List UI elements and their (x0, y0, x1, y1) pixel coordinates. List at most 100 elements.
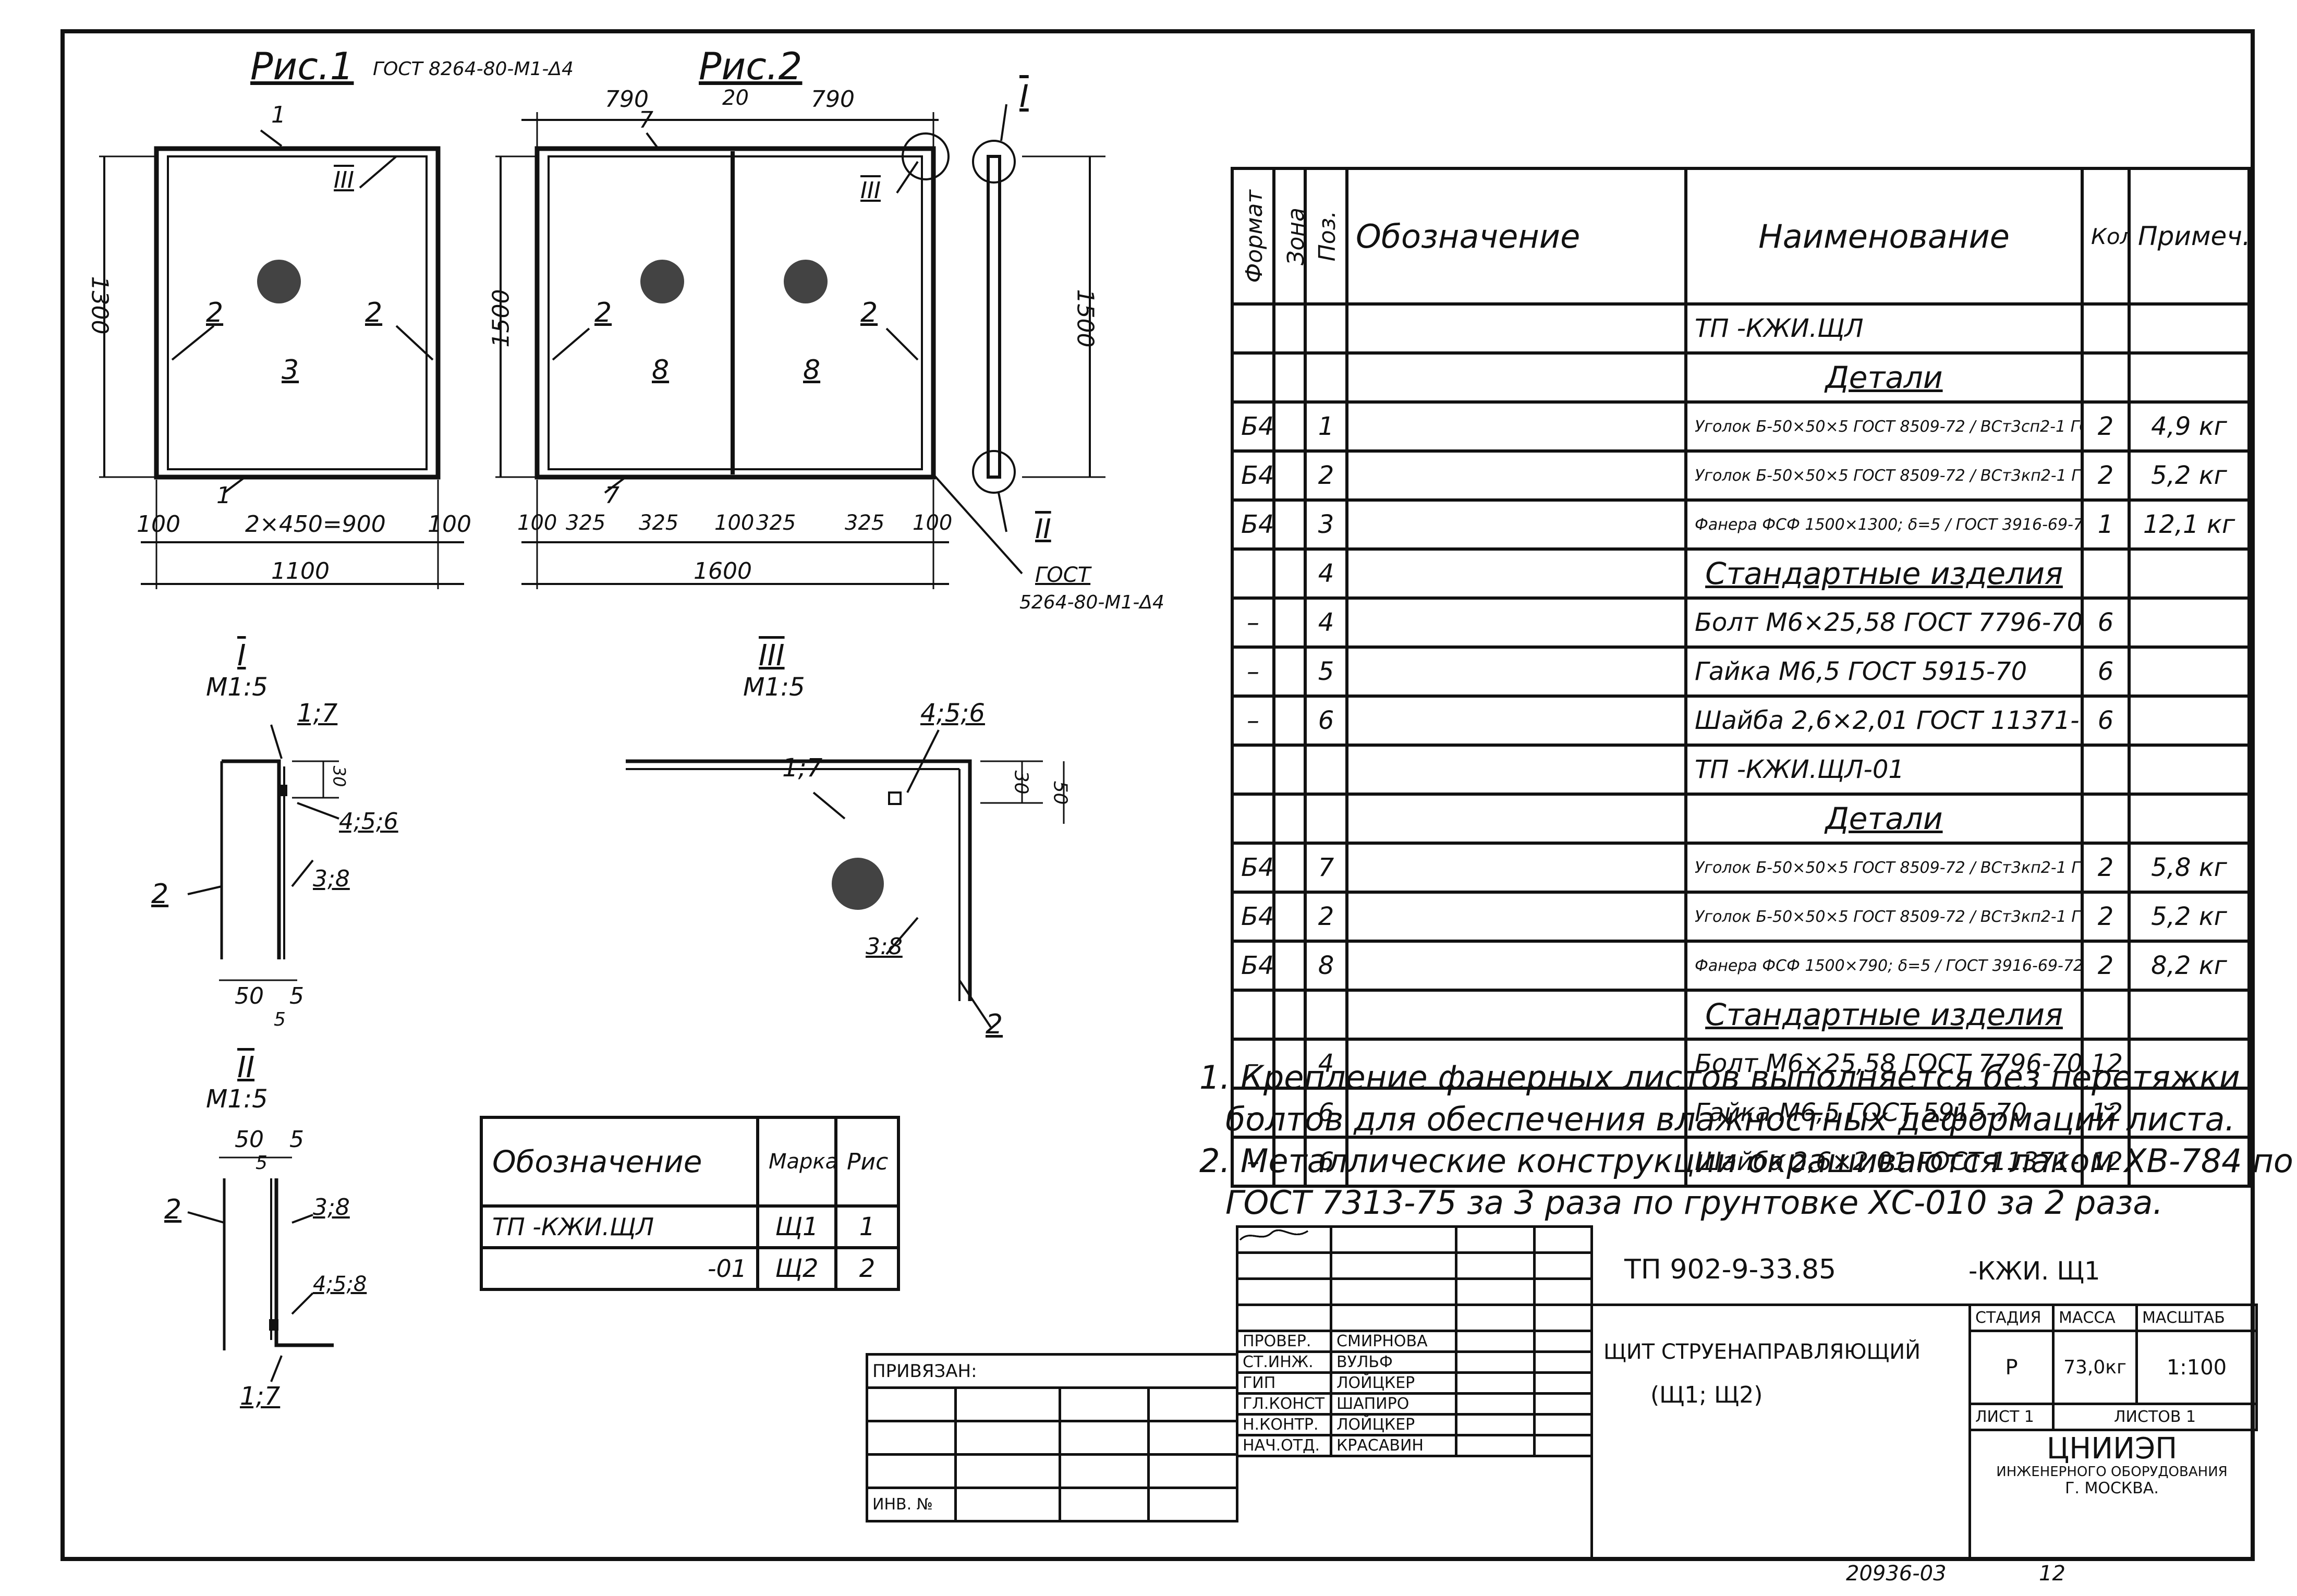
spec-header-pos: Поз. (1304, 167, 1348, 306)
detail-I-dim-30: 30 (329, 765, 349, 787)
detail-I-label-3-8: 3;8 (313, 866, 350, 892)
title-name-cell: ЩИТ СТРУЕНАПРАВЛЯЮЩИЙ (Щ1; Щ2) (1593, 1303, 1971, 1559)
fig1-label-1-bottom: 1 (216, 482, 231, 509)
detail-II-label-1-7: 1;7 (240, 1382, 281, 1411)
fig2-dim-b3: 325 (639, 511, 679, 535)
fig2-label-7-bottom: 7 (605, 482, 619, 509)
detail-II-label-3-8: 3;8 (313, 1194, 350, 1221)
detail-III-drawing (626, 729, 1065, 1028)
fig2-dim-total: 1600 (694, 558, 752, 584)
fig1-dim-right: 100 (428, 511, 471, 538)
table-row: Стандартные изделия (1231, 989, 2251, 1041)
fig1-label-1-top: 1 (271, 102, 286, 128)
fig2-dim-top-right: 790 (811, 86, 855, 113)
marks-table: Обозначение Марка Рис ТП -КЖИ.ЩЛ Щ1 1 -0… (480, 1116, 900, 1291)
fig1-label-3: 3 (282, 355, 299, 386)
table-row: ТП -КЖИ.ЩЛ (1231, 302, 2251, 355)
org-line3: Г. МОСКВА. (2065, 1479, 2159, 1497)
archive-number: 20936-03 (1846, 1562, 1947, 1586)
scale-value: 1:100 (2135, 1330, 2258, 1405)
detail-I-label-2: 2 (151, 879, 169, 910)
table-row: Детали (1231, 793, 2251, 845)
detail-I-drawing (187, 724, 339, 981)
detail-II-drawing (187, 1156, 334, 1382)
sheet-frame (60, 29, 2255, 1561)
stage-label: СТАДИЯ (1968, 1303, 2055, 1332)
organization: ЦНИИЭП ИНЖЕНЕРНОГО ОБОРУДОВАНИЯ Г. МОСКВ… (1968, 1434, 2255, 1497)
mass-label: МАССА (2052, 1303, 2138, 1332)
stage-mass-scale: СТАДИЯ МАССА МАСШТАБ Р 73,0кг 1:100 ЛИСТ… (1968, 1303, 2258, 1431)
note-2-line2: ГОСТ 7313-75 за 3 раза по грунтовке ХС-0… (1225, 1184, 2164, 1222)
fig1-dim-height: 1300 (86, 276, 113, 335)
detail-II-title: II (237, 1051, 255, 1085)
detail-III-label-2: 2 (986, 1009, 1003, 1040)
table-row: СТ.ИНЖ.ВУЛЬФ (1236, 1229, 1593, 1374)
fig2-title: Рис.2 (699, 44, 803, 88)
detail-I-dim-50: 50 (235, 983, 264, 1009)
table-row: ТП -КЖИ.ЩЛ Щ1 1 (480, 1204, 900, 1249)
spec-header-format: Формат (1231, 167, 1275, 306)
fig2-label-2-left: 2 (594, 297, 612, 328)
fig2-label-III: III (860, 177, 881, 204)
title-block: ТП 902-9-33.85 -КЖИ. Щ1 ЩИТ СТРУЕНАПРАВЛ… (1590, 1225, 2258, 1559)
marks-header-row: Обозначение Марка Рис (480, 1116, 900, 1208)
title-line1: ЩИТ СТРУЕНАПРАВЛЯЮЩИЙ (1603, 1340, 1921, 1364)
signature (1239, 1229, 1536, 1395)
side-view-drawing (972, 104, 1105, 532)
fig1-label-2-right: 2 (365, 297, 383, 328)
fig1-label-2-left: 2 (206, 297, 224, 328)
fig1-drawing (99, 129, 464, 589)
binding-grid: ПРИВЯЗАН: ИНВ. № (865, 1353, 1239, 1522)
signature (1239, 1229, 1536, 1436)
specification-table: Формат Зона Поз. Обозначение Наименовани… (1231, 167, 2251, 1188)
scale-label: МАСШТАБ (2135, 1303, 2258, 1332)
detail-III-title: III (759, 639, 785, 673)
table-row: НАЧ.ОТД.КРАСАВИН (1236, 1229, 1593, 1457)
detail-II-dim-50: 50 (235, 1126, 264, 1153)
fig2-dim-b1: 100 (517, 511, 557, 535)
detail-III-label-3-8: 3:8 (866, 933, 903, 960)
detail-II-scale: М1:5 (206, 1085, 268, 1114)
signature (1239, 1229, 1536, 1416)
detail-III-scale: М1:5 (743, 673, 805, 702)
sheet-number: ЛИСТ 1 (1968, 1403, 2055, 1431)
inv-number-label: ИНВ. № (866, 1487, 957, 1522)
fig1-dim-total: 1100 (271, 558, 330, 584)
detail-II-label-2: 2 (164, 1194, 182, 1225)
org-line2: ИНЖЕНЕРНОГО ОБОРУДОВАНИЯ (1996, 1464, 2228, 1480)
note-1-line2: болтов для обеспечения влажностных дефор… (1225, 1100, 2235, 1138)
table-row: ПРОВЕР.СМИРНОВА (1236, 1229, 1593, 1353)
title-line2: (Щ1; Щ2) (1650, 1382, 1763, 1408)
fig2-dim-b4: 100 (714, 511, 755, 535)
detail-I-title: I (237, 639, 246, 673)
fig2-dim-b7: 100 (913, 511, 953, 535)
fig1-label-III: III (334, 167, 354, 193)
detail-I-label-4-5-6: 4;5;6 (339, 808, 398, 835)
spec-header-qty: Кол. (2081, 167, 2131, 306)
fig1-dim-left: 100 (137, 511, 180, 538)
fig2-label-2-right: 2 (860, 297, 878, 328)
fig2-dim-b2: 325 (566, 511, 606, 535)
fig2-std-line1: ГОСТ (1035, 563, 1091, 587)
signature (1239, 1229, 1536, 1457)
doc-suffix: -КЖИ. Щ1 (1968, 1257, 2100, 1286)
detail-II-label-4-5-8: 4;5;8 (313, 1272, 367, 1296)
signature (1239, 1229, 1536, 1374)
title-code-cell: ТП 902-9-33.85 -КЖИ. Щ1 (1593, 1225, 2255, 1306)
stage-value: Р (1968, 1330, 2055, 1405)
side-mark-II: II (1035, 514, 1051, 545)
